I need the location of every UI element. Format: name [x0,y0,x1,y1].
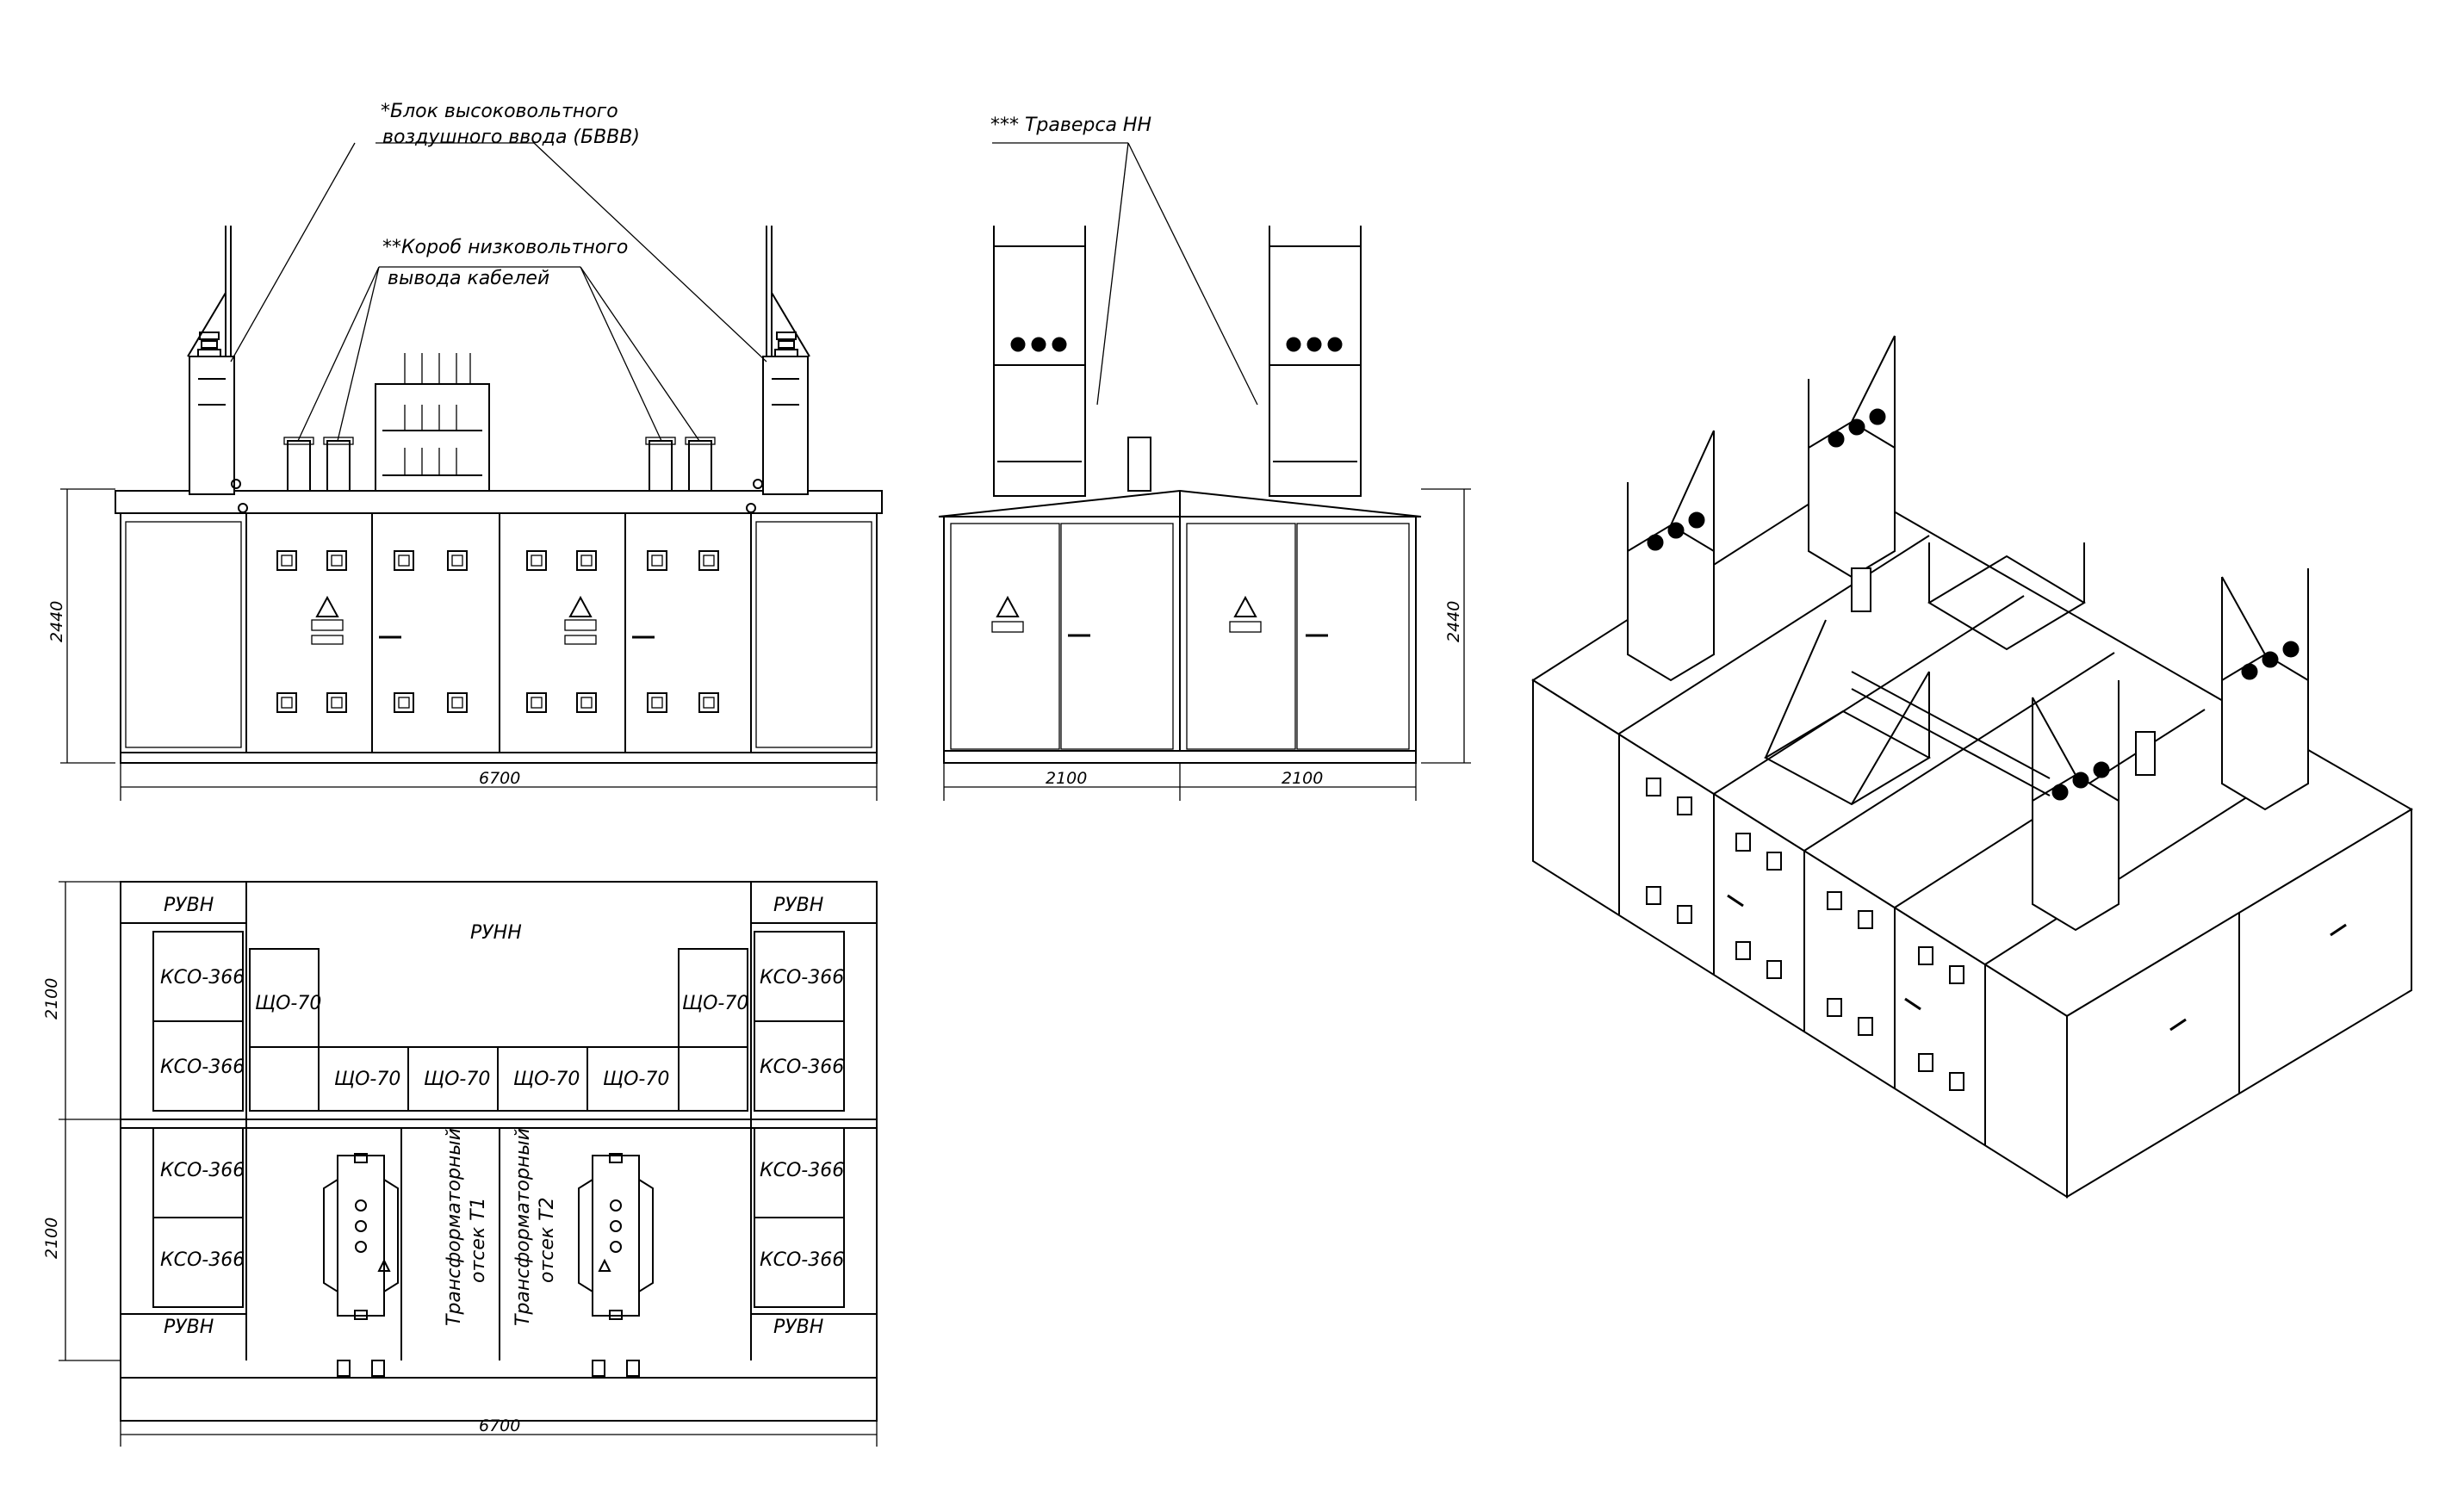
dim-front-width: 6700 [479,769,520,788]
dim-side-width-right: 2100 [1282,769,1323,788]
iso-hv-block-3 [2221,568,2309,811]
dim-plan-width: 6700 [479,1416,520,1435]
plan-ruvn-bottom-left: РУВН [164,1317,214,1338]
plan-t1-line2: отсек Т1 [468,1197,489,1283]
note-korob-line2: вывода кабелей [388,268,549,289]
plan-runn: РУНН [470,922,522,944]
dim-side-height: 2440 [1444,601,1463,642]
transformer-t1-icon [323,1153,399,1377]
iso-hv-block-2 [1808,335,1896,579]
plan-shcho-row-1: ЩО-70 [334,1069,400,1090]
iso-lv-traverse [1763,542,2086,806]
hv-entry-block-left [187,226,248,513]
plan-t1-line1: Трансформаторный [444,1128,465,1326]
hv-entry-block-right [746,226,810,513]
louvers [276,550,719,713]
plan-ruvn-top-right: РУВН [773,895,823,916]
note-traversa: *** Траверса НН [990,115,1151,136]
plan-t2-line2: отсек Т2 [537,1197,558,1283]
plan-shcho-row-2: ЩО-70 [424,1069,490,1090]
plan-kso-4: КСО-366 [160,1249,245,1271]
iso-louvers [1646,778,1964,1091]
dim-front-height: 2440 [47,601,66,642]
note-bvvv-line2: воздушного ввода (БВВВ) [382,127,640,148]
note-bvvv-line1: *Блок высоковольтного [381,101,618,122]
plan-kso-8: КСО-366 [760,1249,844,1271]
note-korob-line1: **Короб низковольтного [382,237,628,258]
side-hv-block-right [1269,226,1362,497]
isometric-view [1531,335,2413,1199]
plan-kso-7: КСО-366 [760,1160,844,1181]
plan-kso-1: КСО-366 [160,967,245,989]
plan-ruvn-bottom-right: РУВН [773,1317,823,1338]
iso-hv-block-4 [2032,680,2120,932]
plan-shcho-row-4: ЩО-70 [603,1069,669,1090]
plan-kso-2: КСО-366 [160,1057,245,1078]
plan-t2-line1: Трансформаторный [512,1128,534,1326]
front-elevation: 2440 6700 [47,142,883,801]
plan-kso-3: КСО-366 [160,1160,245,1181]
dim-plan-height-bottom: 2100 [42,1218,61,1259]
dim-plan-height-top: 2100 [42,978,61,1019]
plan-kso-5: КСО-366 [760,967,844,989]
plan-ruvn-top-left: РУВН [164,895,214,916]
iso-hv-block-1 [1627,430,1715,682]
lv-traverse [375,353,490,492]
plan-shcho-row-3: ЩО-70 [513,1069,580,1090]
plan-kso-6: КСО-366 [760,1057,844,1078]
side-hv-block-left [993,226,1086,497]
warning-sign-icon [311,595,597,645]
dim-side-width-left: 2100 [1046,769,1087,788]
lv-cable-boxes [283,437,716,492]
side-elevation: 2100 2100 2440 [938,142,1471,801]
plan-shcho-left: ЩО-70 [255,993,321,1014]
transformer-t2-icon [578,1153,654,1377]
plan-shcho-right: ЩО-70 [682,993,748,1014]
plan-view [59,881,878,1447]
